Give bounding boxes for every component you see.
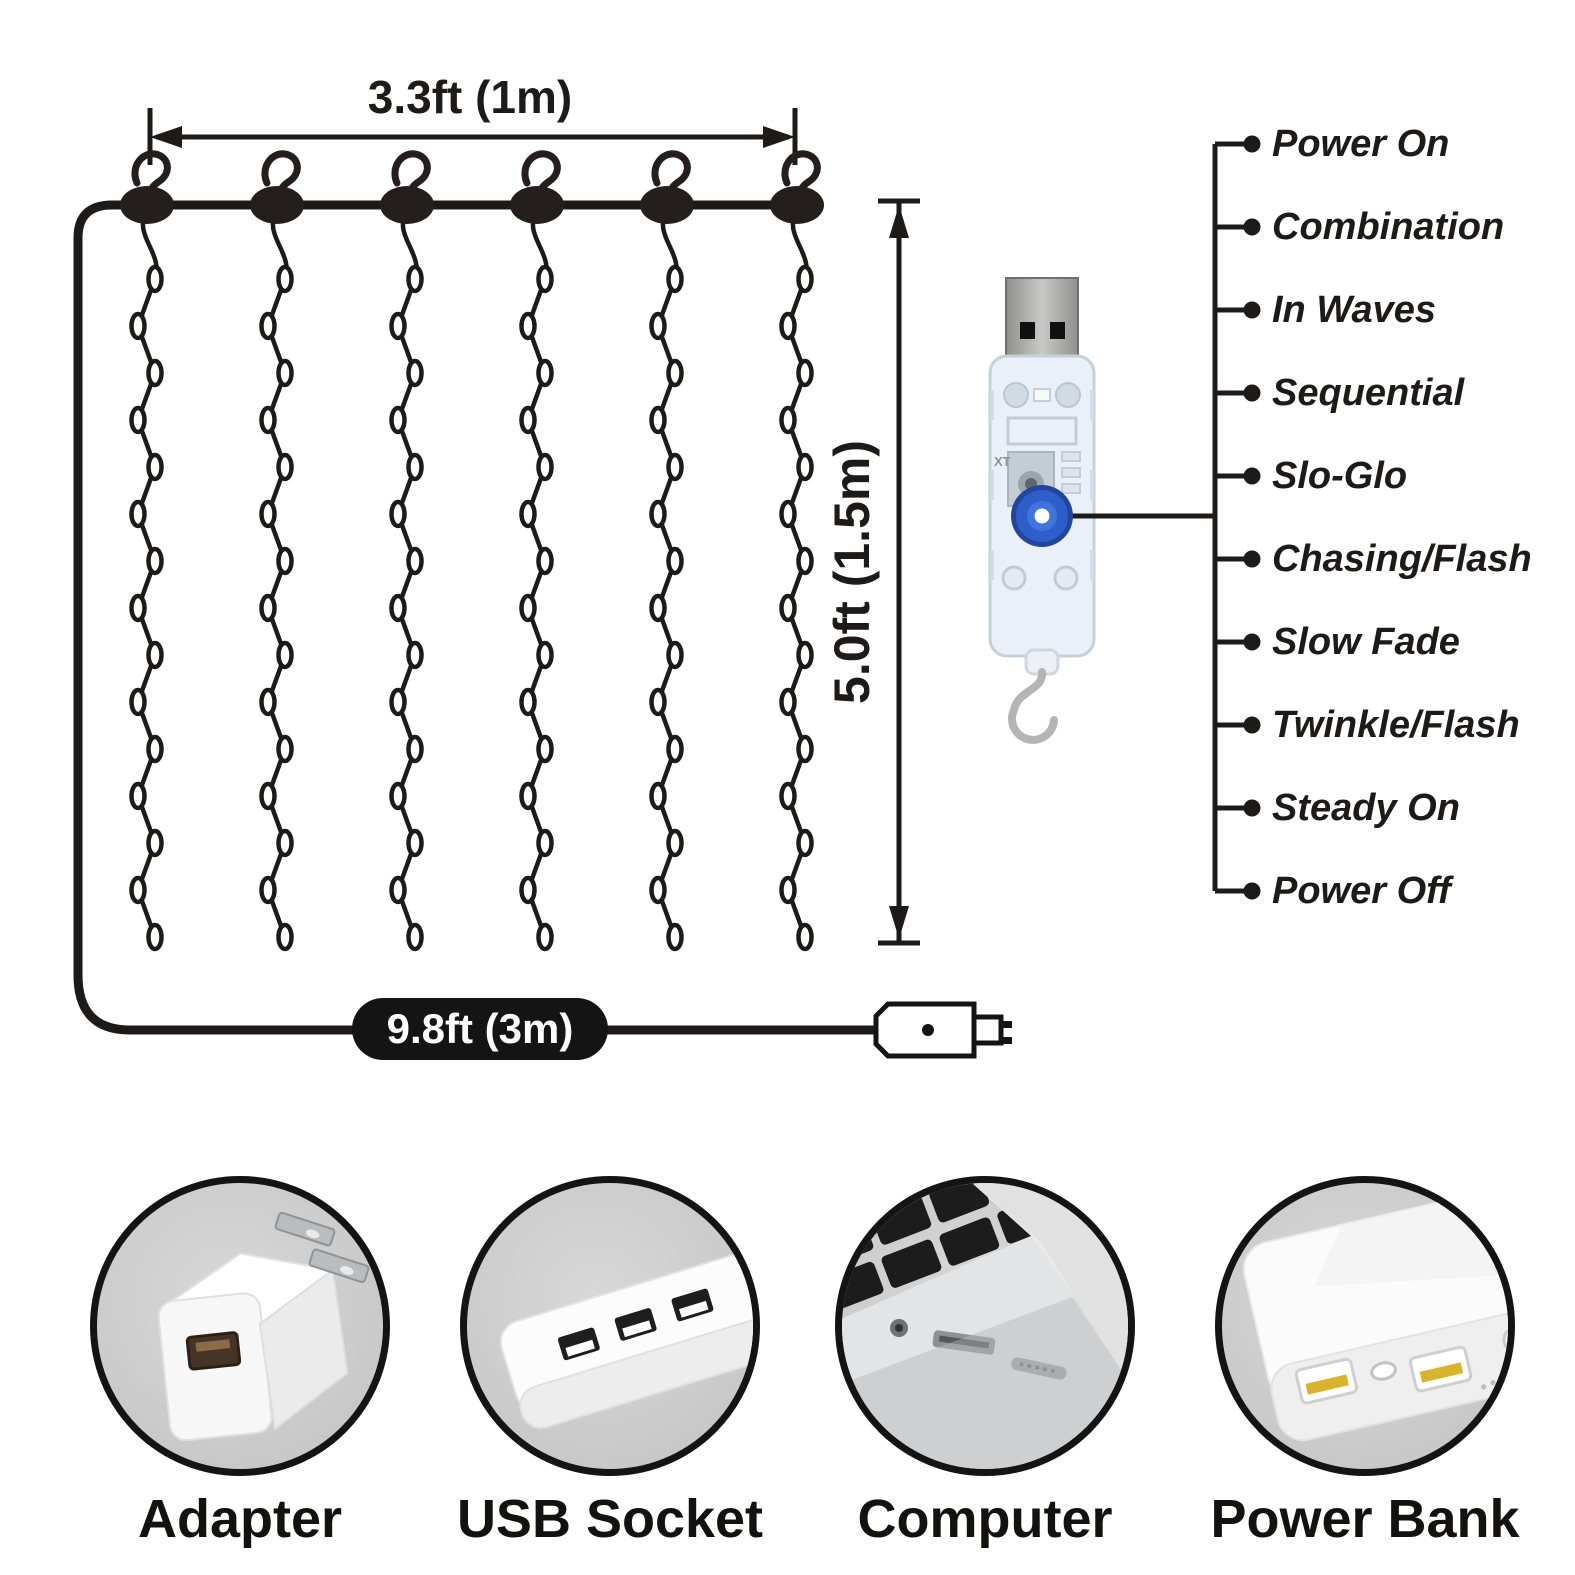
adapter-photo — [90, 1176, 390, 1476]
mode-item-power-off: Power Off — [1272, 870, 1451, 912]
power-bank-button — [1502, 1323, 1508, 1353]
mode-item-steady-on: Steady On — [1272, 787, 1460, 829]
usb-controller-illustration: XT — [988, 277, 1215, 744]
mode-bullets — [1243, 135, 1261, 900]
height-dimension — [878, 198, 920, 946]
power-bank-photo — [1215, 1176, 1515, 1476]
usb-socket-photo — [460, 1176, 760, 1476]
cable-length-label: 9.8ft (3m) — [386, 1005, 574, 1052]
hook-icon — [380, 154, 434, 224]
controller-marking: XT — [994, 454, 1011, 469]
hook-icon — [510, 154, 564, 224]
power-cable — [73, 200, 885, 1035]
mode-item-combination: Combination — [1272, 206, 1505, 248]
arrowhead-left — [150, 126, 182, 148]
adapter-label: Adapter — [137, 1489, 343, 1549]
hanging-wire-loop — [1008, 668, 1058, 744]
usb-socket-icon — [499, 1246, 753, 1429]
mode-button[interactable] — [1011, 485, 1073, 547]
curtain-strands — [120, 154, 824, 949]
arrowhead-down — [889, 906, 909, 939]
usb-connector-icon — [873, 1001, 1012, 1059]
mode-item-chasing-flash: Chasing/Flash — [1272, 538, 1532, 580]
adapter-icon — [157, 1211, 370, 1442]
mode-item-sequential: Sequential — [1272, 372, 1465, 414]
usb-socket-label: USB Socket — [456, 1489, 764, 1549]
mode-item-slow-fade: Slow Fade — [1272, 621, 1460, 663]
curtain-lights-diagram: XT — [73, 108, 1261, 1060]
hook-icon — [640, 154, 694, 224]
mode-item-in-waves: In Waves — [1272, 289, 1437, 331]
mode-item-power-on: Power On — [1272, 123, 1450, 165]
height-dimension-label: 5.0ft (1.5m) — [824, 440, 880, 704]
cable-length-pill — [352, 998, 608, 1060]
power-bank-label: Power Bank — [1210, 1489, 1520, 1549]
width-dimension-label: 3.3ft (1m) — [367, 71, 573, 123]
usb-plug-icon — [1005, 277, 1079, 363]
hook-icon — [250, 154, 304, 224]
mode-bracket — [1212, 141, 1246, 894]
mode-item-twinkle-flash: Twinkle/Flash — [1272, 704, 1520, 746]
arrowhead-up — [889, 205, 909, 238]
computer-photo — [835, 1176, 1135, 1476]
hook-icon — [120, 154, 174, 224]
computer-icon — [842, 1183, 1128, 1469]
arrowhead-right — [763, 126, 795, 148]
mode-item-slo-glo: Slo-Glo — [1272, 455, 1408, 497]
power-bank-icon — [1242, 1183, 1508, 1442]
computer-label: Computer — [857, 1489, 1113, 1549]
